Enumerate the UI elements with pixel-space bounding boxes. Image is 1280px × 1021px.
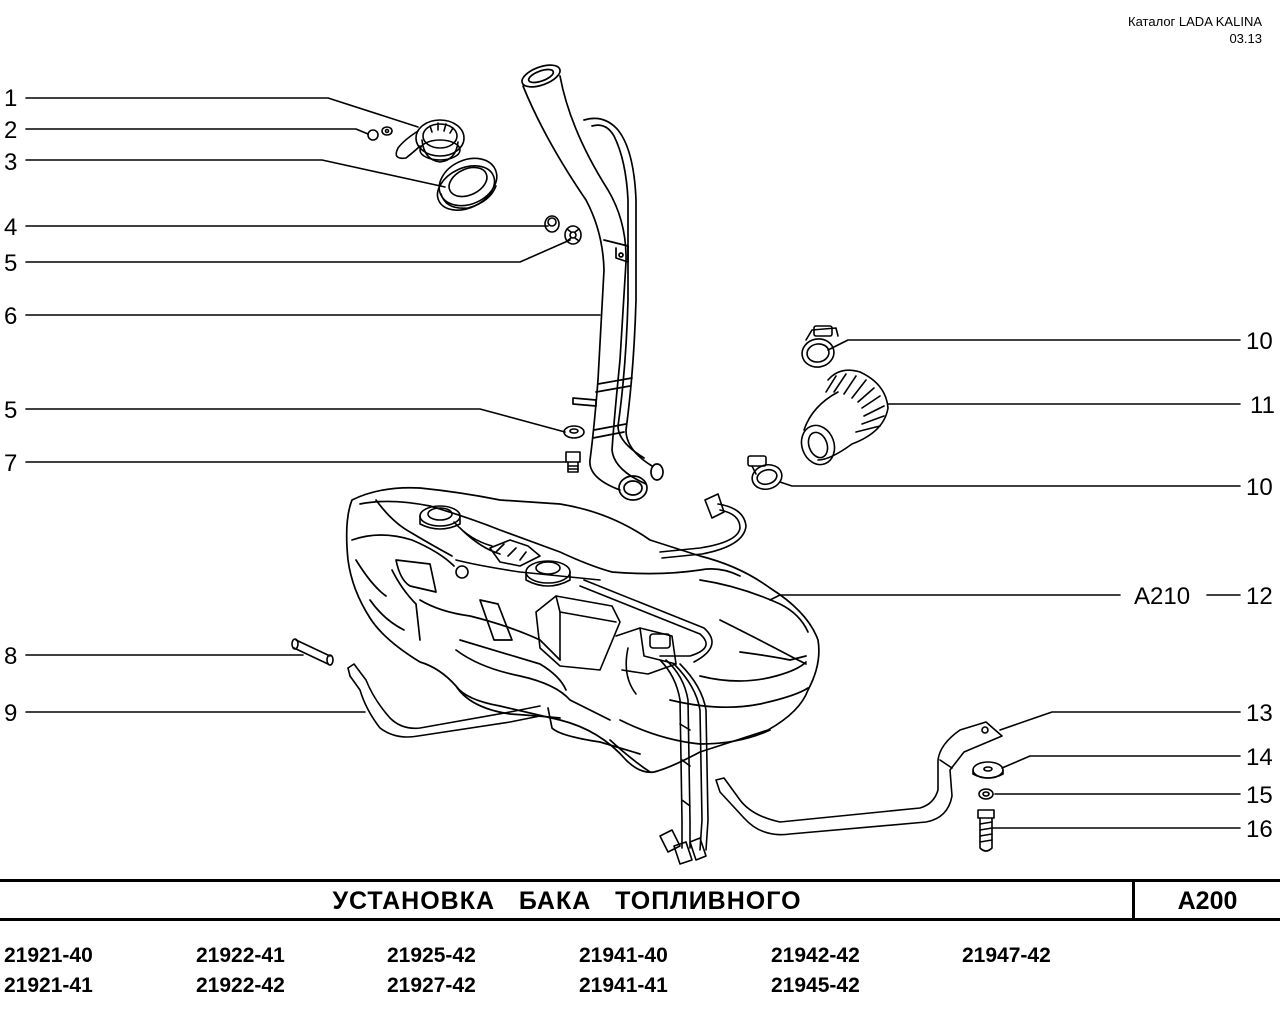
page-title: УСТАНОВКА БАКА ТОПЛИВНОГО [332,887,802,915]
callout-1: 1 [4,85,17,112]
callout-7: 7 [4,450,17,477]
model-code: 21921-40 [4,944,93,967]
callout-13: 13 [1246,700,1273,727]
model-code: 21922-41 [196,944,285,967]
small-nut [367,126,393,141]
leader-lines [25,97,1241,829]
callout-labels: 1 2 3 4 5 6 5 7 8 9 10 11 10 A210 12 13 … [4,85,1275,843]
callout-12: 12 [1246,583,1273,610]
callout-10b: 10 [1246,474,1273,501]
callout-8: 8 [4,643,17,670]
vent-canister [535,579,713,695]
fuel-line-connector [659,493,747,559]
pin-8 [291,638,334,666]
model-code: 21927-42 [387,974,476,997]
hose-clamp-bottom [747,455,783,491]
callout-9: 9 [4,700,17,727]
callout-16: 16 [1246,816,1273,843]
bolt-16 [977,809,995,852]
callout-6: 6 [4,303,17,330]
hose-11 [800,369,889,466]
fuel-pump-module [419,505,601,587]
model-code: 21921-41 [4,974,93,997]
catalog-date: 03.13 [1229,31,1262,46]
strap-13 [715,721,1003,836]
hose-clamp-top [801,325,839,368]
fuel-cap [395,119,465,163]
model-code: 21941-40 [579,944,668,967]
fuel-tank [345,486,820,774]
callout-5a: 5 [4,250,17,277]
callout-14: 14 [1246,744,1273,771]
filler-neck-pipe [521,64,664,501]
washer-14 [972,761,1004,779]
callout-a210: A210 [1134,583,1190,610]
section-code: A200 [1177,887,1238,915]
callout-2: 2 [4,117,17,144]
fuel-tank-exploded-diagram: 1 2 3 4 5 6 5 7 8 9 10 11 10 A210 12 13 … [4,64,1275,865]
bolt-7 [565,451,581,473]
title-bar: УСТАНОВКА БАКА ТОПЛИВНОГО A200 [0,879,1280,921]
strap-9 [347,663,541,738]
callout-3: 3 [4,149,17,176]
model-code: 21942-42 [771,944,860,967]
callout-4: 4 [4,214,17,241]
spring-washer-15 [978,788,994,800]
title-divider [1132,882,1135,918]
model-code: 21945-42 [771,974,860,997]
fuel-lines-down [659,659,709,865]
callout-5b: 5 [4,397,17,424]
washer-5-bottom [563,425,585,439]
callout-10a: 10 [1246,328,1273,355]
washer-5-top [564,225,582,245]
model-code: 21947-42 [962,944,1051,967]
callout-15: 15 [1246,782,1273,809]
catalog-title: Каталог LADA KALINA [1128,14,1262,29]
filler-seal-ring [436,157,498,211]
callout-11: 11 [1250,392,1275,419]
nut-4 [544,215,560,233]
model-code: 21941-41 [579,974,668,997]
model-code: 21922-42 [196,974,285,997]
model-code: 21925-42 [387,944,476,967]
